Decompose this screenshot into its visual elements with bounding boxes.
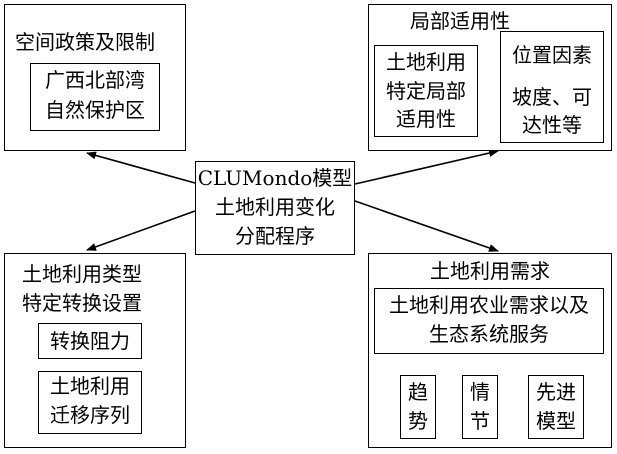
box-driver-trend bbox=[400, 375, 436, 439]
location-factors-line-1: 位置因素 bbox=[512, 43, 592, 67]
driver-trend-line-1: 趋 bbox=[408, 380, 428, 404]
location-factors-line-2: 坡度、可 bbox=[512, 85, 592, 109]
box-conversion-resistance bbox=[38, 323, 142, 359]
conversion-settings-title-2: 特定转换设置 bbox=[22, 291, 142, 315]
driver-scenario-line-1: 情 bbox=[470, 380, 490, 404]
driver-trend-line-2: 势 bbox=[408, 409, 428, 433]
conversion-settings-title-1: 土地利用类型 bbox=[22, 262, 142, 286]
clumondo-line-3: 分配程序 bbox=[235, 224, 315, 248]
conversion-resistance-label: 转换阻力 bbox=[50, 329, 130, 353]
lu-specific-line-1: 土地利用 bbox=[386, 50, 466, 74]
driver-scenario-line-2: 节 bbox=[470, 409, 490, 433]
box-nature-reserve bbox=[30, 63, 160, 131]
arrow-to-bottom-left bbox=[86, 210, 196, 251]
arrow-to-top-left bbox=[86, 151, 196, 184]
box-clumondo bbox=[195, 161, 355, 255]
local-suitability-title: 局部适用性 bbox=[410, 9, 510, 33]
box-transition-sequence bbox=[38, 371, 142, 434]
agri-demand-line-2: 生态系统服务 bbox=[429, 322, 549, 346]
clumondo-line-2: 土地利用变化 bbox=[215, 195, 335, 219]
land-use-demand-title: 土地利用需求 bbox=[430, 259, 550, 283]
driver-model-line-1: 先进 bbox=[536, 380, 576, 404]
transition-sequence-line-1: 土地利用 bbox=[50, 374, 130, 398]
box-location-factors bbox=[500, 31, 604, 143]
box-lu-specific-suitability bbox=[374, 45, 478, 137]
agri-demand-line-1: 土地利用农业需求以及 bbox=[389, 293, 589, 317]
lu-specific-line-2: 特定局部 bbox=[386, 79, 466, 103]
location-factors-line-3: 达性等 bbox=[522, 113, 582, 137]
spatial-policy-title: 空间政策及限制 bbox=[15, 30, 155, 54]
transition-sequence-line-2: 迁移序列 bbox=[50, 403, 130, 427]
nature-reserve-line-1: 广西北部湾 bbox=[45, 68, 145, 92]
box-driver-advanced-model bbox=[528, 375, 584, 439]
clumondo-line-1: CLUMondo模型 bbox=[197, 166, 353, 190]
arrow-to-top-right bbox=[354, 149, 499, 185]
nature-reserve-line-2: 自然保护区 bbox=[45, 98, 145, 122]
box-driver-scenario bbox=[462, 375, 498, 439]
lu-specific-line-3: 适用性 bbox=[396, 107, 456, 131]
driver-model-line-2: 模型 bbox=[536, 409, 576, 433]
arrow-to-bottom-right bbox=[354, 200, 499, 252]
box-agri-demand-services bbox=[374, 288, 604, 354]
